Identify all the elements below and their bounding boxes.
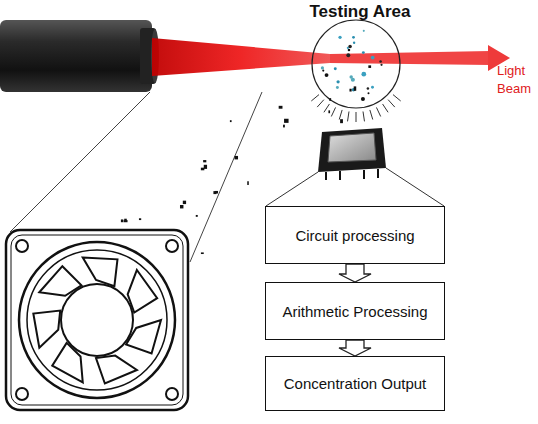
scatter-rays: [311, 95, 400, 122]
dust-particle: [230, 120, 232, 122]
fan-blade: [128, 270, 158, 313]
scatter-ray: [363, 111, 364, 121]
particle: [334, 67, 337, 70]
dust-particle: [201, 168, 204, 171]
particle: [336, 86, 339, 89]
process-box: Concentration Output: [265, 356, 445, 411]
scatter-ray: [376, 107, 380, 116]
particle: [352, 36, 355, 39]
scatter-ray: [331, 107, 335, 116]
dust-particle: [234, 156, 238, 159]
particle: [338, 36, 341, 39]
fan-blade: [96, 356, 137, 384]
particle: [380, 64, 382, 66]
scatter-ray: [393, 95, 401, 101]
testing-region: [312, 20, 400, 108]
particle: [367, 87, 370, 90]
dust-particle: [196, 215, 198, 217]
dust-particle: [349, 89, 351, 92]
dust-particle: [201, 252, 204, 254]
dust-particle: [124, 220, 128, 222]
dust-particle: [340, 119, 343, 123]
particles-inside: [321, 30, 383, 101]
dust-particle: [180, 205, 183, 208]
dust-particle: [183, 201, 186, 204]
particle: [371, 56, 375, 60]
particle: [371, 86, 374, 89]
particle: [346, 53, 350, 57]
dust-particle: [284, 119, 288, 123]
box-text: Circuit processing: [295, 227, 414, 244]
box-text: Arithmetic Processing: [282, 303, 427, 320]
scatter-ray: [348, 111, 349, 121]
dust-particle: [283, 125, 285, 128]
particle: [362, 51, 365, 54]
particle: [353, 42, 355, 44]
photo-sensor: [318, 128, 386, 180]
fan-blade: [83, 258, 118, 287]
scatter-ray: [324, 104, 330, 112]
particle: [379, 60, 381, 62]
particle: [367, 92, 369, 94]
dust-particle: [213, 191, 216, 194]
particle: [325, 73, 329, 77]
dust-particle: [328, 110, 330, 113]
dust-particle: [121, 219, 123, 222]
scatter-ray: [311, 95, 319, 101]
scatter-ray: [370, 110, 373, 120]
fan-blade: [33, 311, 60, 348]
scatter-ray: [317, 100, 324, 107]
beam-label: Light Beam: [497, 62, 535, 97]
dust-particle: [279, 106, 283, 109]
scatter-ray: [388, 100, 395, 107]
dust-particle: [139, 218, 141, 220]
light-beam: [152, 38, 510, 76]
fan: [6, 230, 188, 410]
particle: [361, 72, 366, 77]
particle: [361, 97, 365, 101]
dust-particle: [247, 181, 249, 185]
particle: [363, 30, 365, 32]
process-box: Circuit processing: [265, 206, 445, 264]
process-box: Arithmetic Processing: [265, 282, 445, 340]
particle: [349, 75, 352, 78]
particle: [336, 80, 339, 83]
dust-particle: [203, 160, 206, 162]
scatter-ray: [339, 110, 342, 120]
scatter-ray: [383, 104, 389, 112]
flow-arrow: [339, 264, 371, 282]
dust-particle: [354, 86, 357, 90]
dust-particle: [329, 98, 331, 101]
particle: [321, 66, 324, 69]
box-text: Concentration Output: [284, 375, 427, 392]
fan-hub: [61, 284, 133, 356]
diagram-title: Testing Area: [309, 2, 410, 22]
sensor-projection: [266, 168, 444, 206]
particle: [322, 70, 324, 72]
flow-arrow: [339, 340, 371, 356]
dust-particle: [368, 65, 371, 68]
scatter-ray: [356, 112, 357, 122]
particle: [348, 45, 352, 49]
laser-emitter: [0, 20, 159, 92]
